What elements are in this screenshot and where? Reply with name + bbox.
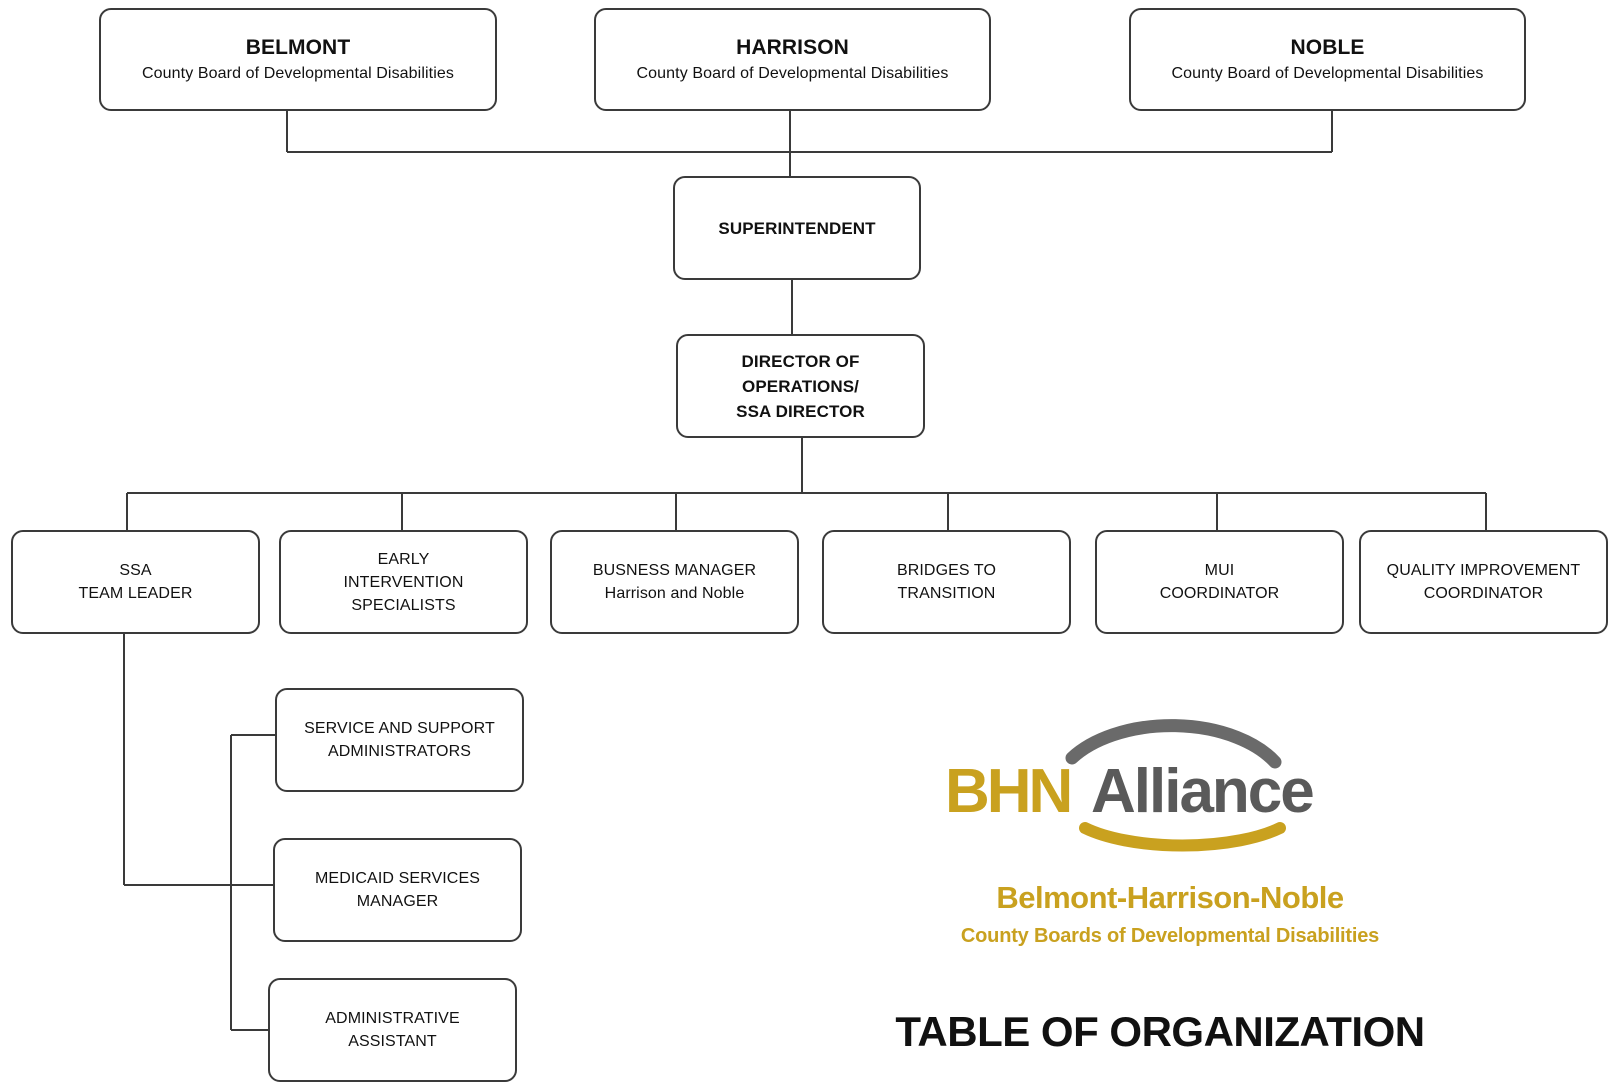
director-label-line3: SSA DIRECTOR	[736, 401, 865, 421]
early-intervention-box: EARLY INTERVENTION SPECIALISTS	[279, 530, 528, 634]
admin-assistant-line1: ADMINISTRATIVE	[325, 1010, 460, 1027]
belmont-board-name: BELMONT	[245, 35, 351, 59]
bridges-to-transition-box: BRIDGES TO TRANSITION	[822, 530, 1071, 634]
business-manager-line1: BUSNESS MANAGER	[592, 562, 757, 579]
bridges-line1: BRIDGES TO	[896, 562, 997, 579]
ssa-team-leader-line2: TEAM LEADER	[78, 585, 193, 602]
logo-lower-arc	[1079, 822, 1286, 852]
logo-upper-arc	[1065, 719, 1282, 769]
noble-board-name: NOBLE	[1290, 35, 1365, 59]
mui-coordinator-box: MUI COORDINATOR	[1095, 530, 1344, 634]
administrative-assistant-box: ADMINISTRATIVE ASSISTANT	[268, 978, 517, 1082]
logo-alliance-text: Alliance	[1091, 757, 1313, 826]
early-intervention-line1: EARLY	[377, 550, 430, 568]
mui-line2: COORDINATOR	[1159, 585, 1280, 602]
admin-assistant-line2: ASSISTANT	[348, 1033, 437, 1050]
harrison-board-box: HARRISON County Board of Developmental D…	[594, 8, 991, 111]
director-label-line2: OPERATIONS/	[742, 376, 859, 396]
page-title: TABLE OF ORGANIZATION	[895, 1008, 1425, 1055]
bhn-alliance-logo: BHN Alliance	[945, 719, 1315, 852]
director-label-line1: DIRECTOR OF	[741, 351, 860, 371]
early-intervention-line2: INTERVENTION	[343, 573, 464, 591]
ssa-team-leader-box: SSA TEAM LEADER	[11, 530, 260, 634]
belmont-board-subtitle: County Board of Developmental Disabiliti…	[142, 64, 454, 82]
superintendent-box: SUPERINTENDENT	[673, 176, 921, 280]
quality-line1: QUALITY IMPROVEMENT	[1386, 562, 1581, 579]
service-support-administrators-box: SERVICE AND SUPPORT ADMINISTRATORS	[275, 688, 524, 792]
ssa-team-leader-line1: SSA	[119, 562, 152, 579]
early-intervention-line3: SPECIALISTS	[351, 596, 456, 614]
logo-bhn-text: BHN	[945, 757, 1070, 826]
harrison-board-name: HARRISON	[736, 35, 849, 59]
noble-board-box: NOBLE County Board of Developmental Disa…	[1129, 8, 1526, 111]
business-manager-line2: Harrison and Noble	[604, 585, 745, 602]
medicaid-line2: MANAGER	[356, 893, 439, 910]
ssa-admins-line1: SERVICE AND SUPPORT	[304, 720, 495, 737]
harrison-board-subtitle: County Board of Developmental Disabiliti…	[636, 64, 949, 82]
belmont-board-box: BELMONT County Board of Developmental Di…	[99, 8, 497, 111]
logo-tagline-main: Belmont-Harrison-Noble	[996, 880, 1344, 915]
ssa-admins-line2: ADMINISTRATORS	[327, 743, 472, 760]
medicaid-line1: MEDICAID SERVICES	[315, 870, 480, 887]
medicaid-services-manager-box: MEDICAID SERVICES MANAGER	[273, 838, 522, 942]
bridges-line2: TRANSITION	[897, 585, 996, 602]
noble-board-subtitle: County Board of Developmental Disabiliti…	[1171, 64, 1484, 82]
business-manager-box: BUSNESS MANAGER Harrison and Noble	[550, 530, 799, 634]
director-box: DIRECTOR OF OPERATIONS/ SSA DIRECTOR	[676, 334, 925, 438]
superintendent-label: SUPERINTENDENT	[718, 218, 876, 238]
quality-improvement-box: QUALITY IMPROVEMENT COORDINATOR	[1359, 530, 1608, 634]
quality-line2: COORDINATOR	[1423, 585, 1544, 602]
mui-line1: MUI	[1204, 562, 1235, 579]
logo-tagline-sub: County Boards of Developmental Disabilit…	[960, 925, 1380, 947]
